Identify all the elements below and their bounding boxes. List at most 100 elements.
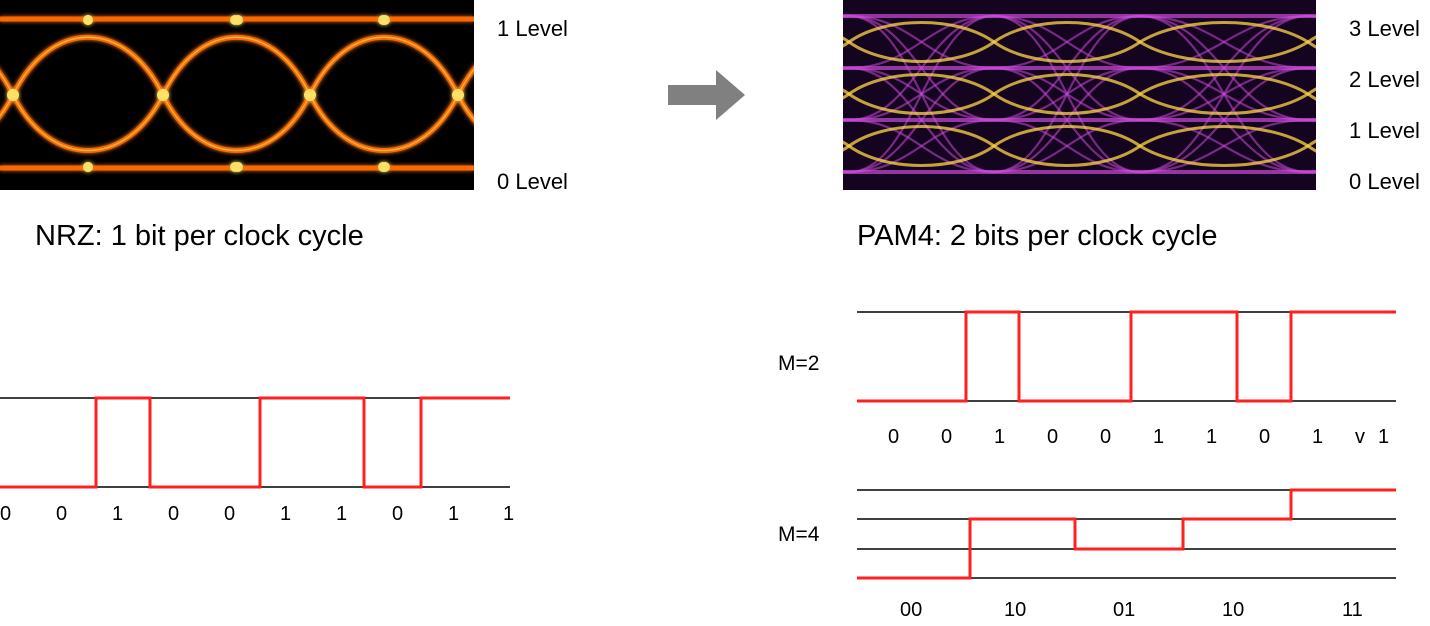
pam4-eye-trace: [848, 21, 995, 44]
pam4-level-3-label: 3 Level: [1349, 16, 1420, 41]
pam4-eye-trace: [843, 66, 850, 70]
pam4-eye-trace: [843, 118, 850, 122]
nrz-eye-crossing: [230, 162, 240, 172]
pam4-eye-trace: [993, 14, 1141, 174]
pam4-eye-trace: [993, 40, 1141, 63]
nrz-eye-crossing: [304, 89, 316, 101]
pam4-eye-diagram: [843, 0, 1316, 190]
pam4-eye-trace: [993, 21, 1141, 44]
m4-symbol-label: 11: [1342, 599, 1363, 621]
pam4-eye-trace: [1139, 73, 1309, 96]
m2-bit-labels: 0 0 1 0 0 1 1 0 1 v 1: [888, 426, 1389, 448]
nrz-eye-trace: [457, 68, 474, 96]
pam4-eye-trace: [1139, 118, 1309, 174]
nrz-eye-trace: [12, 36, 164, 96]
nrz-eye-crossing: [452, 89, 464, 101]
nrz-eye-crossing: [230, 15, 240, 25]
nrz-bit-label: 0: [168, 503, 179, 525]
m2-bit-label: 1: [994, 426, 1005, 448]
pam4-eye-trace: [843, 14, 850, 18]
nrz-eye-background: [0, 0, 474, 190]
pam4-m4-waveform: M=4 00 10 01 10 11: [778, 488, 1396, 621]
nrz-waveform: 0 0 1 0 0 1 1 0 1 1: [0, 396, 514, 525]
m2-bit-label: 1: [1206, 426, 1217, 448]
pam4-caption: PAM4: 2 bits per clock cycle: [857, 220, 1217, 252]
m4-label: M=4: [778, 523, 820, 546]
nrz-bit-label: 0: [392, 503, 403, 525]
pam4-eye-trace: [1307, 40, 1316, 49]
pam4-level-0-label: 0 Level: [1349, 169, 1420, 194]
nrz-bit-label: 1: [112, 503, 123, 525]
pam4-eye-trace: [843, 140, 850, 148]
nrz-bit-label: 1: [503, 503, 514, 525]
pam4-eye-trace: [848, 40, 995, 63]
pam4-eye-trace: [848, 14, 995, 70]
nrz-eye-crossing: [378, 162, 388, 172]
m4-symbol-label: 00: [900, 599, 922, 621]
pam4-eye-trace: [1307, 144, 1316, 153]
nrz-eye-trace: [162, 36, 311, 96]
pam4-m2-waveform: M=2 0 0 1 0 0 1 1 0 1 v 1: [778, 310, 1396, 448]
nrz-bit-label: 1: [280, 503, 291, 525]
nrz-eye-crossing: [378, 15, 388, 25]
m4-signal-trace: [857, 488, 1396, 580]
m2-bit-label: 0: [1100, 426, 1111, 448]
pam4-eye-background: [843, 0, 1316, 190]
pam4-eye-trace: [843, 40, 850, 48]
nrz-eye-trace: [309, 36, 459, 96]
m4-symbol-label: 10: [1004, 599, 1026, 621]
right-arrow-icon: [668, 70, 745, 120]
pam4-eye-trace: [1307, 92, 1316, 101]
nrz-eye-crossing: [7, 89, 19, 101]
pam4-eye-trace: [993, 118, 1141, 174]
nrz-eye-crossing: [83, 162, 93, 172]
m2-bit-label: 0: [1259, 426, 1270, 448]
pam4-eye-trace: [1139, 14, 1309, 70]
nrz-signal-trace: [0, 396, 510, 489]
m2-bit-label: 0: [941, 426, 952, 448]
m2-bit-label: v: [1355, 426, 1365, 448]
nrz-eye-trace: [455, 65, 474, 97]
pam4-eye-trace: [993, 144, 1141, 167]
nrz-eye-trace: [457, 94, 474, 121]
nrz-eye-traces: [0, 15, 474, 172]
pam4-eye-trace: [1139, 40, 1309, 63]
pam4-level-2-label: 2 Level: [1349, 67, 1420, 92]
nrz-eye-trace: [455, 93, 474, 124]
pam4-eye-trace: [1139, 92, 1309, 115]
m2-bit-label: 0: [888, 426, 899, 448]
nrz-bit-label: 0: [0, 503, 11, 525]
pam4-eye-trace: [843, 36, 850, 44]
pam4-eye-trace: [993, 14, 1141, 70]
nrz-bit-label: 0: [56, 503, 67, 525]
nrz-bit-labels: 0 0 1 0 0 1 1 0 1 1: [0, 503, 514, 525]
nrz-eye-trace: [309, 94, 459, 152]
pam4-eye-trace: [848, 118, 995, 174]
pam4-eye-trace: [848, 73, 995, 96]
nrz-eye-diagram: [0, 0, 474, 190]
m2-bit-label: 1: [1153, 426, 1164, 448]
m2-signal-trace: [857, 310, 1396, 403]
pam4-eye-trace: [993, 92, 1141, 115]
pam4-eye-trace: [993, 73, 1141, 96]
m2-bit-label: 0: [1047, 426, 1058, 448]
pam4-eye-trace: [848, 92, 995, 115]
nrz-eye-trace: [12, 94, 164, 152]
nrz-eye-crossing: [83, 15, 93, 25]
pam4-eye-trace: [1139, 125, 1309, 148]
nrz-caption: NRZ: 1 bit per clock cycle: [35, 220, 364, 252]
pam4-eye-trace: [1139, 144, 1309, 167]
nrz-level-0-label: 0 Level: [497, 169, 568, 194]
pam4-level-1-label: 1 Level: [1349, 118, 1420, 143]
m4-symbol-label: 01: [1113, 599, 1135, 621]
pam4-eye-trace: [993, 125, 1141, 148]
pam4-eye-trace: [848, 14, 995, 174]
pam4-eye-trace: [848, 144, 995, 167]
pam4-eye-trace: [843, 170, 850, 174]
m4-symbol-label: 10: [1222, 599, 1244, 621]
nrz-bit-label: 0: [224, 503, 235, 525]
nrz-bit-label: 1: [448, 503, 459, 525]
nrz-eye-crossing: [157, 89, 169, 101]
m2-bit-label: 1: [1312, 426, 1323, 448]
